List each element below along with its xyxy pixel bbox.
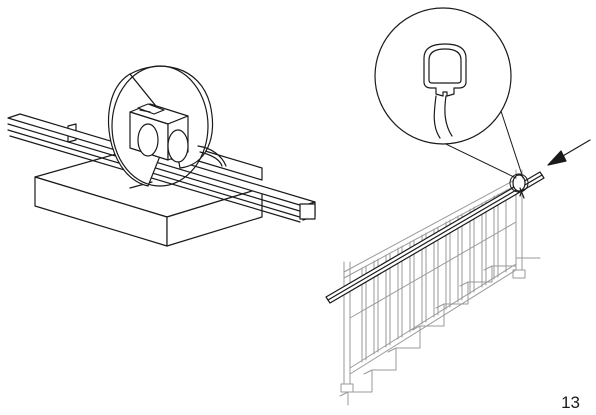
page-number: 13	[561, 393, 580, 412]
rail-profile	[7, 113, 316, 223]
stair-steps	[339, 257, 541, 406]
fixing-clip	[512, 174, 526, 199]
handrail-profile-detail	[374, 7, 512, 145]
saw-illustration	[7, 65, 316, 247]
stair-railing-illustration	[325, 7, 591, 406]
balusters	[361, 189, 507, 363]
placement-arrow	[547, 139, 591, 166]
handrail	[325, 171, 545, 304]
saw-housing	[129, 103, 189, 163]
